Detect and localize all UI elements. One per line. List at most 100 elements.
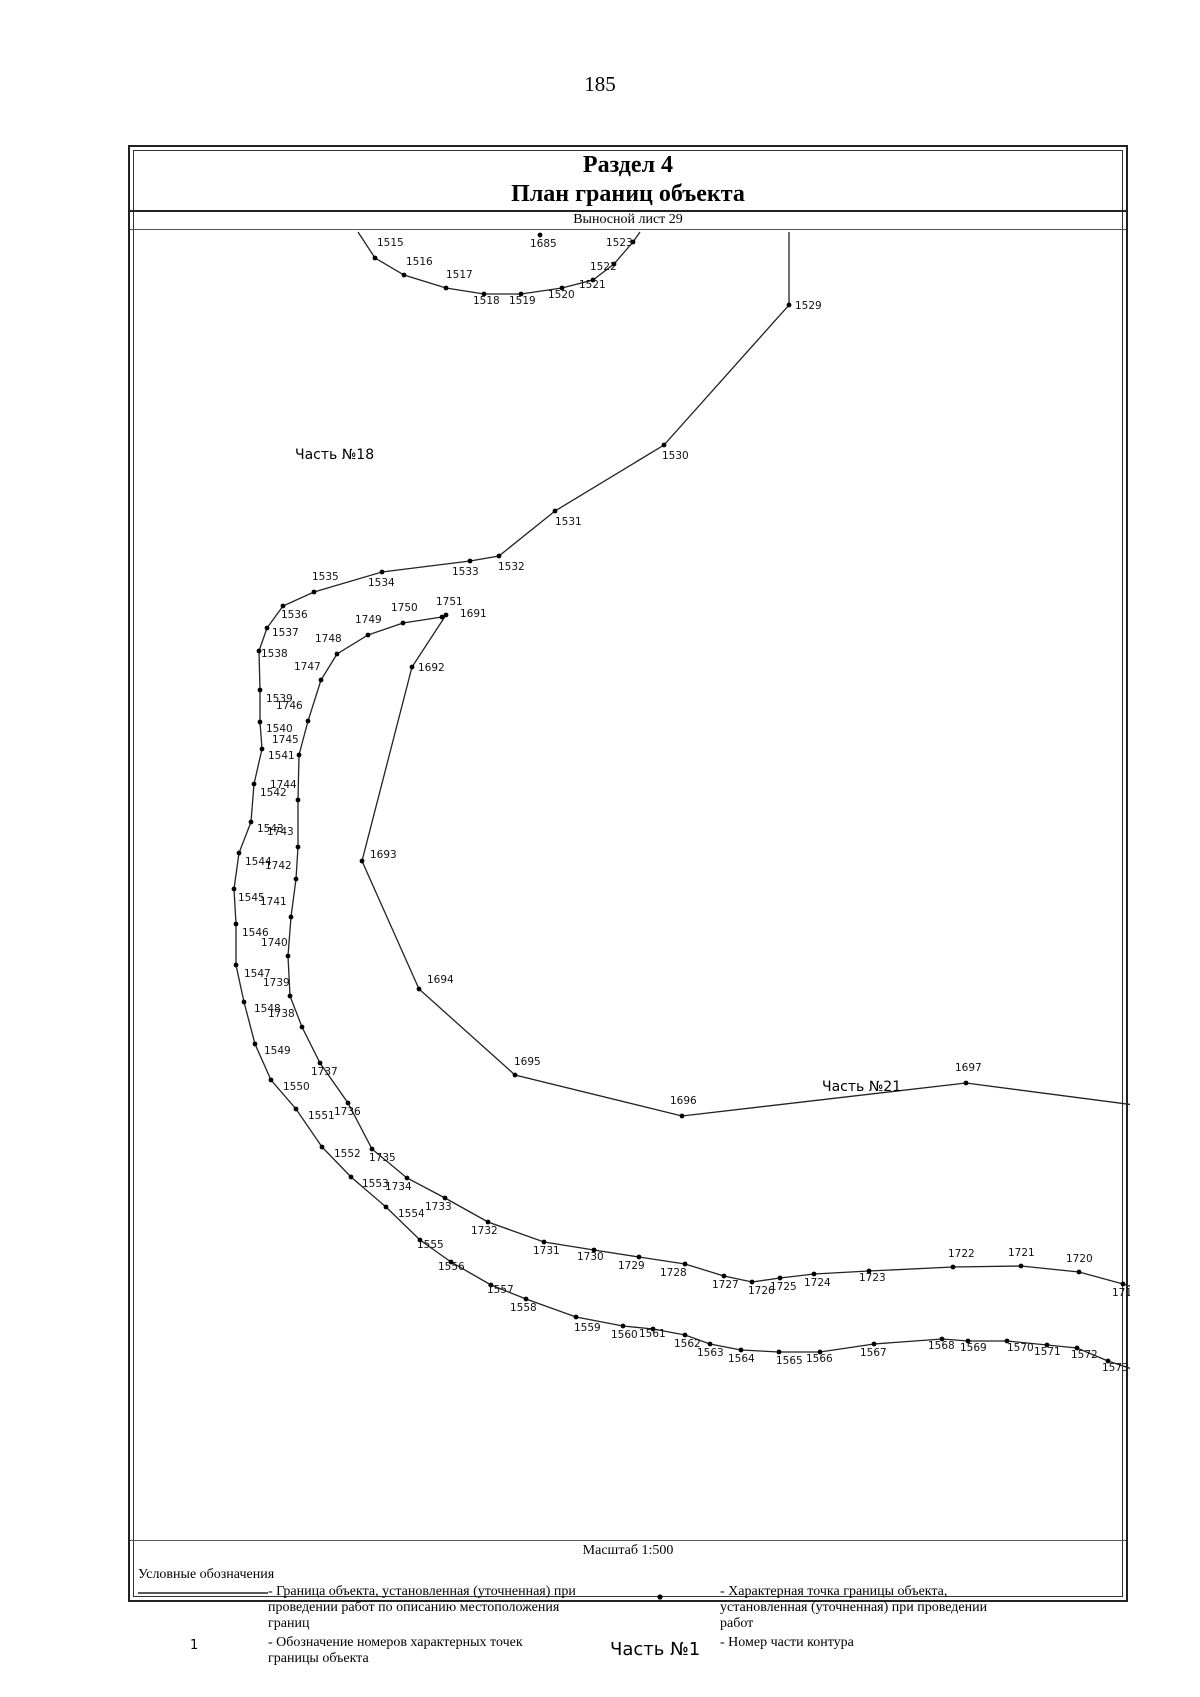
boundary-point <box>311 589 317 595</box>
boundary-point <box>233 962 239 968</box>
boundary-point <box>965 1338 971 1344</box>
point-number-label: 1516 <box>406 256 433 268</box>
boundary-point <box>512 1072 518 1078</box>
boundary-point <box>400 620 406 626</box>
boundary-point <box>241 999 247 1005</box>
point-number-label: 1748 <box>315 633 342 645</box>
boundary-point <box>296 752 302 758</box>
boundary-point <box>287 993 293 999</box>
point-number-label: 1733 <box>425 1201 452 1213</box>
boundary-point <box>236 850 242 856</box>
point-number-label: 1747 <box>294 661 321 673</box>
boundary-point <box>485 1219 491 1225</box>
point-number-label: 1719 <box>1112 1287 1130 1299</box>
point-number-label: 1557 <box>487 1284 514 1296</box>
part-label-21: Часть №21 <box>822 1079 902 1095</box>
boundary-point <box>231 886 237 892</box>
boundary-point <box>448 1259 454 1265</box>
boundary-point <box>319 1144 325 1150</box>
boundary-point <box>939 1336 945 1342</box>
boundary-point <box>749 1279 755 1285</box>
boundary-point <box>379 569 385 575</box>
point-number-label: 1725 <box>770 1281 797 1293</box>
point-number-label: 1548 <box>254 1003 281 1015</box>
boundary-point <box>372 255 378 261</box>
boundary-point <box>442 1195 448 1201</box>
point-number-label: 1731 <box>533 1245 560 1257</box>
boundary-point <box>481 291 487 297</box>
legend-part-sample: Часть №1 <box>610 1639 701 1660</box>
part21-boundary <box>361 614 1130 1117</box>
point-number-label: 1746 <box>276 700 303 712</box>
point-number-label: 1744 <box>270 779 297 791</box>
plan-title: План границ объекта <box>511 181 745 207</box>
boundary-point <box>365 632 371 638</box>
point-number-label: 1529 <box>795 300 822 312</box>
frame-inner-border <box>133 150 1123 1597</box>
boundary-point <box>443 612 449 618</box>
sheet-header: Раздел 4 План границ объекта <box>130 147 1126 212</box>
point-number-label: 1563 <box>697 1347 724 1359</box>
boundary-point <box>866 1268 872 1274</box>
point-number-label: 1544 <box>245 856 272 868</box>
point-number-label: 1749 <box>355 614 382 626</box>
point-number-label: 1555 <box>417 1239 444 1251</box>
boundary-point <box>305 718 311 724</box>
boundary-point <box>293 876 299 882</box>
boundary-point <box>963 1080 969 1086</box>
boundary-point <box>871 1341 877 1347</box>
boundary-point <box>334 651 340 657</box>
boundary-point <box>345 1100 351 1106</box>
point-number-label: 1726 <box>748 1285 775 1297</box>
boundary-point <box>817 1349 823 1355</box>
boundary-point <box>721 1273 727 1279</box>
point-number-label: 1739 <box>263 977 290 989</box>
point-number-label: 1537 <box>272 627 299 639</box>
point-number-label: 1742 <box>265 860 292 872</box>
point-number-label: 1521 <box>579 279 606 291</box>
point-number-label: 1728 <box>660 1267 687 1279</box>
point-number-label: 1518 <box>473 295 500 307</box>
page-number: 185 <box>584 72 616 96</box>
boundary-point <box>257 687 263 693</box>
boundary-point <box>348 1174 354 1180</box>
boundary-point <box>293 1106 299 1112</box>
point-number-label: 1566 <box>806 1353 833 1365</box>
boundary-point <box>559 285 565 291</box>
boundary-point <box>573 1314 579 1320</box>
point-number-label: 1568 <box>928 1340 955 1352</box>
boundary-point <box>537 232 543 238</box>
boundary-point <box>811 1271 817 1277</box>
boundary-point <box>252 1041 258 1047</box>
sheet-label: Выносной лист 29 <box>130 212 1126 230</box>
point-number-label: 1572 <box>1071 1349 1098 1361</box>
inner-boundary <box>287 616 1130 1287</box>
boundary-point <box>682 1332 688 1338</box>
boundary-point <box>443 285 449 291</box>
point-number-label: 1692 <box>418 662 445 674</box>
point-number-label: 1722 <box>948 1248 975 1260</box>
boundary-point <box>776 1349 782 1355</box>
point-number-label: 1550 <box>283 1081 310 1093</box>
section-title: Раздел 4 <box>582 152 674 178</box>
boundary-point <box>496 553 502 559</box>
boundary-point <box>786 302 792 308</box>
boundary-point <box>280 603 286 609</box>
point-number-label: 1741 <box>260 896 287 908</box>
boundary-point <box>288 914 294 920</box>
point-number-label: 1523 <box>606 237 633 249</box>
point-number-label: 1553 <box>362 1178 389 1190</box>
point-number-label: 1723 <box>859 1272 886 1284</box>
boundary-point <box>256 648 262 654</box>
point-number-label: 1539 <box>266 693 293 705</box>
point-number-label: 1724 <box>804 1277 831 1289</box>
point-number-label: 1570 <box>1007 1342 1034 1354</box>
point-number-label: 1531 <box>555 516 582 528</box>
legend-part-desc: - Номер части контура <box>720 1635 854 1650</box>
boundary-point <box>591 1247 597 1253</box>
point-number-label: 1558 <box>510 1302 537 1314</box>
point-number-label: 1743 <box>267 826 294 838</box>
boundary-point <box>738 1347 744 1353</box>
boundary-point <box>1004 1338 1010 1344</box>
